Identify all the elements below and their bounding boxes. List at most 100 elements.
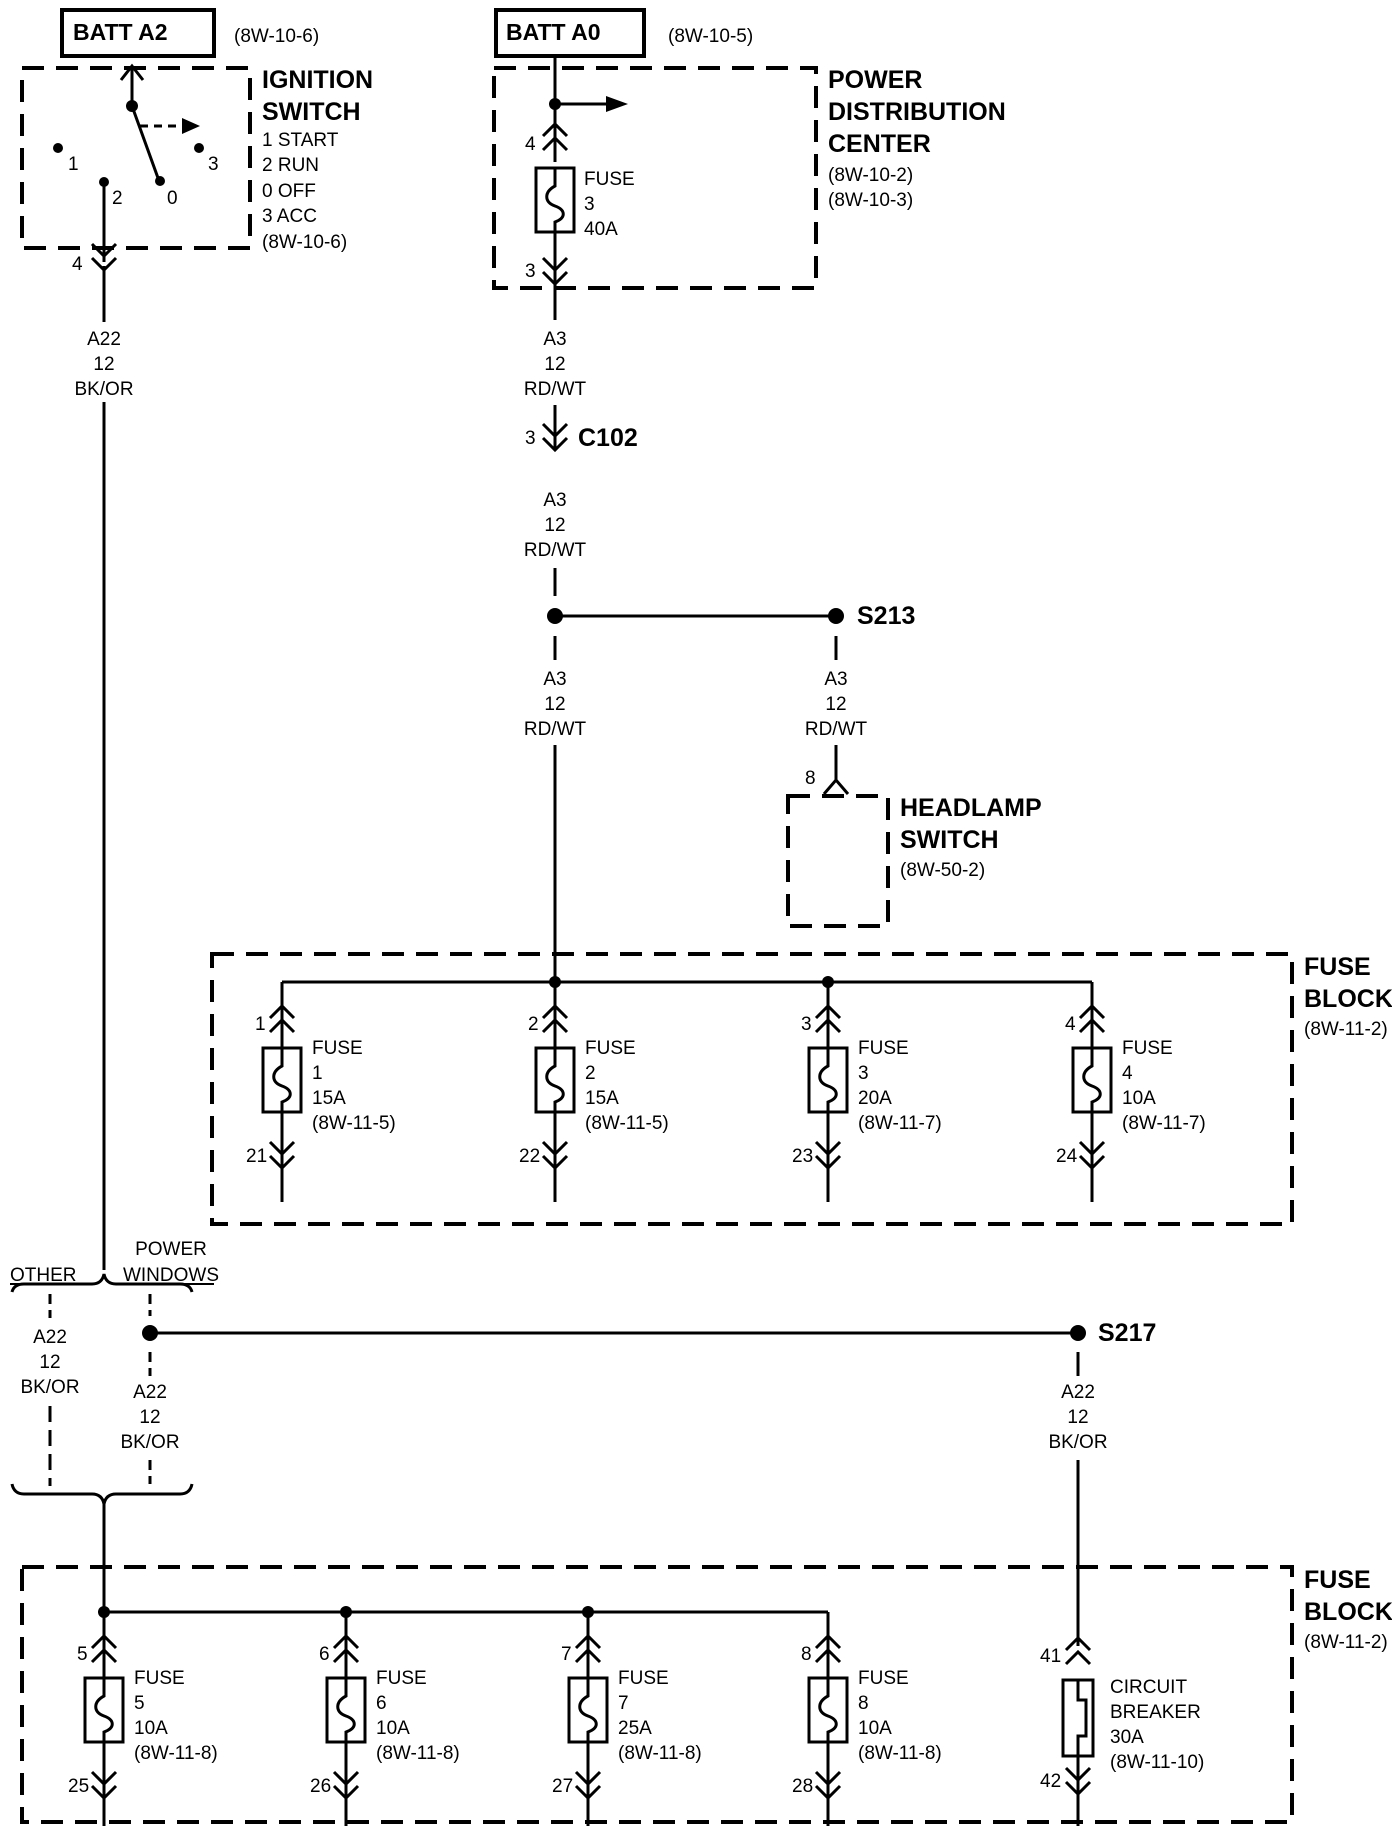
fuse-rating: 25A [618, 1718, 652, 1739]
wire-a3-4-label: A3 12 RD/WT [805, 669, 868, 740]
wire-a22-top-label: A22 12 BK/OR [68, 322, 140, 402]
fuse-number: 7 [618, 1693, 629, 1714]
fuse-element [818, 1678, 838, 1742]
fuse-label: FUSE [376, 1668, 427, 1689]
fuse-block-2-ref: (8W-11-2) [1304, 1632, 1388, 1653]
fuse-element [94, 1678, 114, 1742]
wire-a3-3-gauge: 12 [544, 694, 565, 715]
split-windows-label: WINDOWS [123, 1265, 219, 1286]
wire-a22-s217-gauge: 12 [1067, 1407, 1088, 1428]
fuse-number: 2 [585, 1063, 596, 1084]
fuse-ref: (8W-11-8) [134, 1743, 218, 1764]
fuse-ref: (8W-11-8) [376, 1743, 460, 1764]
fuse-pin-out: 21 [246, 1146, 267, 1167]
wire-a22-s217-label: A22 12 BK/OR [1048, 1382, 1107, 1453]
batt-a2-group: BATT A2 (8W-10-6) [60, 8, 319, 58]
ignition-position-3: 0 OFF [262, 181, 316, 202]
fuse-block-1: FUSE BLOCK (8W-11-2) [210, 952, 1392, 1226]
batt-a2-ref: (8W-10-6) [234, 26, 319, 47]
fuse-ref: (8W-11-5) [312, 1113, 396, 1134]
fuse-element [818, 1048, 838, 1112]
split-power-label: POWER [135, 1239, 207, 1260]
fuse-rating: 10A [134, 1718, 168, 1739]
wire-a22-other-color: BK/OR [20, 1377, 79, 1398]
wire-a22-pw-circuit: A22 [133, 1382, 167, 1403]
ignition-switch-title-2: SWITCH [262, 98, 361, 126]
ignition-position-2: 2 RUN [262, 155, 319, 176]
ignition-contact-label-2: 2 [112, 188, 123, 209]
s213-name: S213 [857, 602, 915, 630]
fuse-rating: 15A [312, 1088, 346, 1109]
fuse-label: FUSE [312, 1038, 363, 1059]
batt-a0-group: BATT A0 (8W-10-5) [494, 8, 753, 58]
fuse-pin-out: 26 [310, 1776, 331, 1797]
fuse-element [1082, 1048, 1102, 1112]
fuse-pin-out: 25 [68, 1776, 89, 1797]
fuse-pin-in: 8 [801, 1644, 812, 1665]
pdc-ref-1: (8W-10-2) [828, 165, 913, 186]
batt-a2-label: BATT A2 [73, 19, 168, 45]
fuse-ref: (8W-11-8) [858, 1743, 942, 1764]
wire-a3-1-gauge: 12 [544, 354, 565, 375]
headlamp-switch: 8 HEADLAMP SWITCH (8W-50-2) [786, 768, 1042, 928]
breaker-label-1: CIRCUIT [1110, 1677, 1187, 1698]
pdc-fuse-number: 3 [584, 194, 595, 215]
fuse-label: FUSE [858, 1668, 909, 1689]
circuit-breaker: 41 CIRCUIT BREAKER 30A (8W-11-10) 42 [1040, 1636, 1204, 1826]
wire-a22-top-gauge: 12 [93, 354, 114, 375]
power-distribution-center: POWER DISTRIBUTION CENTER (8W-10-2) (8W-… [492, 58, 1006, 320]
breaker-rating: 30A [1110, 1727, 1144, 1748]
fuse-block-1-title-2: BLOCK [1304, 985, 1392, 1013]
wire-a22-top-color: BK/OR [74, 379, 133, 400]
fuse-pin-in: 7 [561, 1644, 572, 1665]
fuse-rating: 10A [858, 1718, 892, 1739]
fuse-block-2: FUSE BLOCK (8W-11-2) [20, 1565, 1392, 1824]
fuse-block-1-fuses: 121FUSE115A(8W-11-5)222FUSE215A(8W-11-5)… [246, 982, 1206, 1202]
fuse-ref: (8W-11-8) [618, 1743, 702, 1764]
headlamp-pin: 8 [805, 768, 816, 789]
ignition-contact-label-0: 0 [167, 188, 178, 209]
breaker-element [1076, 1680, 1088, 1756]
ignition-position-4: 3 ACC [262, 206, 317, 227]
pdc-pin-in: 4 [525, 134, 536, 155]
ignition-switch-title-1: IGNITION [262, 66, 373, 94]
ignition-contact-0 [155, 176, 165, 186]
fuse-label: FUSE [585, 1038, 636, 1059]
fuse-label: FUSE [134, 1668, 185, 1689]
wire-a3-1-circuit: A3 [543, 329, 566, 350]
fuse-number: 8 [858, 1693, 869, 1714]
wire-a3-4-gauge: 12 [825, 694, 846, 715]
headlamp-ref: (8W-50-2) [900, 860, 985, 881]
fuse-pin-in: 3 [801, 1014, 812, 1035]
pdc-pin-out: 3 [525, 261, 536, 282]
fuse-number: 5 [134, 1693, 145, 1714]
fuse-number: 6 [376, 1693, 387, 1714]
batt-a0-label: BATT A0 [506, 19, 601, 45]
ignition-switch: IGNITION SWITCH 1 START 2 RUN 0 OFF 3 AC… [20, 63, 373, 275]
wire-a3-3-label: A3 12 RD/WT [524, 669, 587, 740]
wire-a3-1-color: RD/WT [524, 379, 587, 400]
fuse-pin-out: 27 [552, 1776, 573, 1797]
split-other-label: OTHER [10, 1265, 77, 1286]
ignition-position-1: 1 START [262, 130, 339, 151]
fuse-pin-out: 23 [792, 1146, 813, 1167]
pdc-ref-2: (8W-10-3) [828, 190, 913, 211]
ignition-switch-arm [130, 105, 160, 179]
breaker-ref: (8W-11-10) [1110, 1752, 1204, 1773]
wire-a22-top-circuit: A22 [87, 329, 121, 350]
batt-a0-box [494, 8, 646, 58]
headlamp-connector-symbol [822, 777, 850, 795]
fuse-rating: 10A [376, 1718, 410, 1739]
fuse-rating: 15A [585, 1088, 619, 1109]
fuse-pin-out: 28 [792, 1776, 813, 1797]
wire-a3-4-color: RD/WT [805, 719, 868, 740]
pdc-title-1: POWER [828, 66, 922, 94]
fuse-pin-out: 24 [1056, 1146, 1078, 1167]
fuse-block-2-fuses: 525FUSE510A(8W-11-8)626FUSE610A(8W-11-8)… [68, 1612, 942, 1826]
breaker-pin-in: 41 [1040, 1646, 1061, 1667]
connector-c102: 3 C102 [525, 422, 638, 452]
s217-name: S217 [1098, 1319, 1156, 1347]
